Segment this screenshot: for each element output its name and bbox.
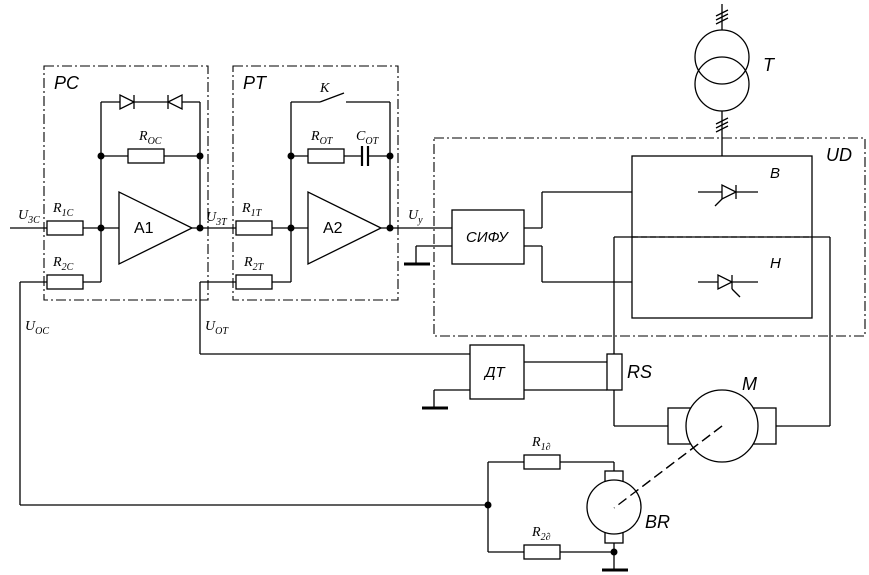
tacho-label: BR <box>645 512 670 532</box>
resistor-r1t <box>235 220 273 236</box>
tachogenerator <box>586 479 642 535</box>
switch-k-label: K <box>319 81 330 96</box>
diode-2-icon <box>166 93 183 111</box>
sifu-label: СИФУ <box>466 229 509 246</box>
r1d-label: R1∂ <box>531 435 551 453</box>
amplifier-a1 <box>118 190 194 266</box>
shunt-rs <box>606 353 623 391</box>
r2d-label: R2∂ <box>531 525 551 543</box>
ud-label: UD <box>826 145 852 165</box>
u-zc-label: U3C <box>18 208 40 226</box>
resistor-r1c <box>46 220 84 236</box>
speed-regulator-label: PC <box>54 73 80 93</box>
speed-regulator-frame <box>43 65 209 301</box>
dt-block <box>469 344 525 400</box>
r2c-label: R2C <box>52 255 74 273</box>
roc-label: ROC <box>138 129 162 147</box>
resistor-r2t <box>235 274 273 290</box>
amplifier-a2-label: A2 <box>323 220 343 237</box>
transformer-primary <box>694 29 750 85</box>
diode-1-icon <box>119 93 136 111</box>
cot-label: COT <box>356 129 380 147</box>
transformer-label: T <box>763 55 776 75</box>
resistor-rot <box>307 148 345 164</box>
switch-k-icon <box>319 92 345 103</box>
thyristor-h-icon <box>698 273 758 298</box>
thyristor-b-icon <box>698 183 758 207</box>
dt-label: ДТ <box>483 364 507 381</box>
resistor-r2c <box>46 274 84 290</box>
rot-label: ROT <box>310 129 334 147</box>
r2t-label: R2T <box>243 255 265 273</box>
shunt-rs-label: RS <box>627 362 652 382</box>
resistor-roc <box>127 148 165 164</box>
ud-frame <box>433 137 866 337</box>
u-oc-label: UOC <box>25 319 49 337</box>
u-y-label: Uy <box>408 208 423 226</box>
current-regulator-frame <box>232 65 399 301</box>
amplifier-a2 <box>307 190 383 266</box>
motor-label: M <box>742 374 757 394</box>
u-ot-label: UOT <box>205 319 229 337</box>
u-zt-label: U3T <box>206 210 228 228</box>
r1t-label: R1T <box>241 201 263 219</box>
amplifier-a1-label: A1 <box>134 220 154 237</box>
thyristor-b-label: B <box>770 165 780 182</box>
current-regulator-label: PT <box>243 73 268 93</box>
sifu-block <box>451 209 525 265</box>
resistor-r2d <box>523 544 561 560</box>
r1c-label: R1C <box>52 201 74 219</box>
resistor-r1d <box>523 454 561 470</box>
thyristor-h-label: H <box>770 255 781 272</box>
